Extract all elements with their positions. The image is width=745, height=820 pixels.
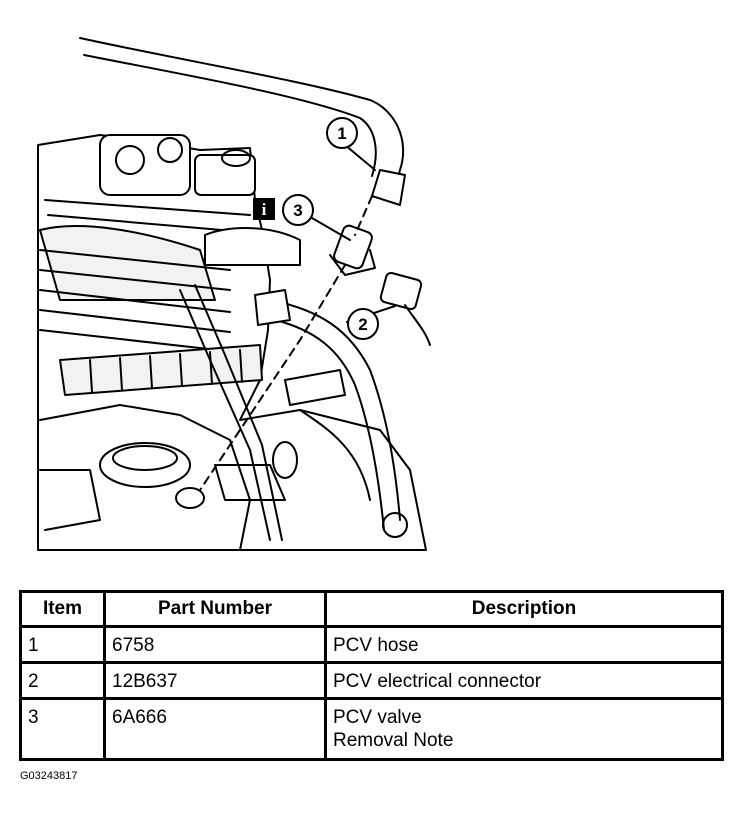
description-cell: PCV electrical connector (324, 661, 724, 700)
intake-runners (39, 199, 263, 396)
item-cell: 3 (19, 697, 106, 761)
svg-text:2: 2 (358, 315, 367, 334)
leader-3 (311, 217, 351, 241)
description-cell: PCV valve Removal Note (324, 697, 724, 761)
description-line: PCV valve (333, 707, 422, 728)
table-row: 2 12B637 PCV electrical connector (19, 661, 724, 700)
figure-id: G03243817 (20, 770, 78, 782)
table-row: 1 6758 PCV hose (19, 625, 724, 664)
item-cell: 1 (19, 625, 106, 664)
install-line-valve (199, 264, 346, 491)
dipstick-tube (179, 284, 298, 541)
svg-text:1: 1 (337, 124, 346, 143)
leader-1 (344, 144, 376, 171)
throttle-body (99, 134, 301, 266)
callout-3: 3 (282, 194, 314, 226)
svg-text:i: i (262, 200, 267, 219)
pcv-connector (379, 271, 431, 346)
lower-hoses (269, 299, 408, 538)
header-part-number: Part Number (103, 590, 327, 628)
oil-filler-cap (99, 442, 205, 509)
callout-2: 2 (347, 308, 379, 340)
table-header-row: Item Part Number Description (19, 590, 724, 628)
info-icon[interactable]: i (253, 198, 275, 220)
parts-table: Item Part Number Description 1 6758 PCV … (19, 590, 724, 761)
callout-1: 1 (326, 117, 358, 149)
description-cell: PCV hose (324, 625, 724, 664)
part-number-cell: 6758 (103, 625, 327, 664)
part-number-cell: 12B637 (103, 661, 327, 700)
header-item: Item (19, 590, 106, 628)
removal-note-link[interactable]: Removal Note (333, 730, 454, 751)
description-line: PCV hose (333, 635, 419, 656)
header-description: Description (324, 590, 724, 628)
engine-illustration: 1 2 3 i (37, 37, 431, 551)
item-cell: 2 (19, 661, 106, 700)
description-line: PCV electrical connector (333, 671, 542, 692)
install-line-hose (354, 195, 373, 236)
svg-text:3: 3 (293, 201, 302, 220)
part-number-cell: 6A666 (103, 697, 327, 761)
table-row: 3 6A666 PCV valve Removal Note (19, 697, 724, 761)
